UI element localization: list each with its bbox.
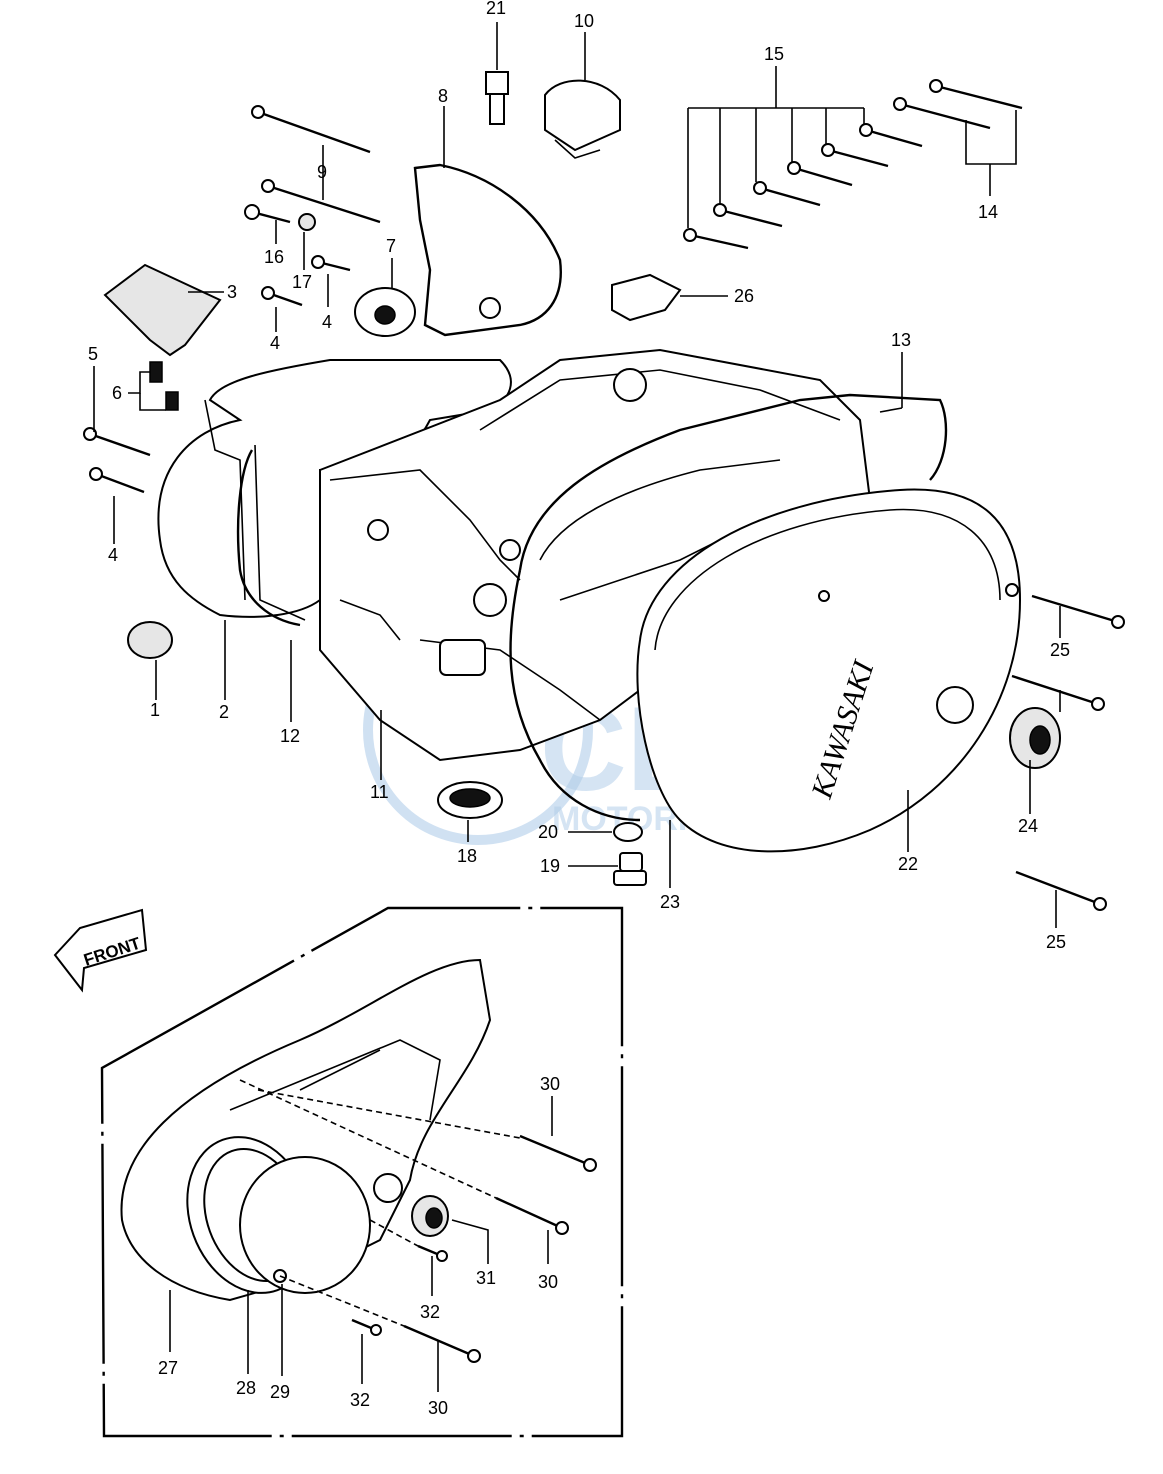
inset-box <box>100 906 624 1438</box>
gaskets-13-23 <box>509 393 948 822</box>
callout-21: 21 <box>486 0 506 18</box>
callout-26: 26 <box>734 286 754 306</box>
leader-lines-upper <box>93 22 1061 928</box>
gasket-12 <box>236 449 301 627</box>
callout-25-lower: 25 <box>1046 932 1066 952</box>
bearing-7 <box>354 287 416 337</box>
callout-4-mid: 4 <box>270 333 280 353</box>
callout-29: 29 <box>270 1382 290 1402</box>
fitting-21 <box>485 71 509 125</box>
callout-32-lower: 32 <box>350 1390 370 1410</box>
callout-5: 5 <box>88 344 98 364</box>
callout-25-upper: 25 <box>1050 640 1070 660</box>
callout-10: 10 <box>574 11 594 31</box>
clip-26 <box>611 273 682 322</box>
callout-19: 19 <box>540 856 560 876</box>
crankcase <box>319 348 872 762</box>
callout-17: 17 <box>292 272 312 292</box>
callout-28: 28 <box>236 1378 256 1398</box>
callout-12: 12 <box>280 726 300 746</box>
callout-20: 20 <box>538 822 558 842</box>
callout-30-mid: 30 <box>538 1272 558 1292</box>
callout-4-lower: 4 <box>108 545 118 565</box>
washer-17 <box>298 213 316 231</box>
callout-16: 16 <box>264 247 284 267</box>
callout-labels: 21 10 15 8 9 14 7 16 17 3 26 4 4 13 5 6 … <box>88 0 1070 1418</box>
front-arrow: FRONT <box>53 908 148 993</box>
washer-20 <box>613 822 643 842</box>
callout-9: 9 <box>317 162 327 182</box>
plug-19 <box>613 852 647 886</box>
callout-13: 13 <box>891 330 911 350</box>
callout-8: 8 <box>438 86 448 106</box>
callout-14: 14 <box>978 202 998 222</box>
callout-18: 18 <box>457 846 477 866</box>
callout-23: 23 <box>660 892 680 912</box>
seal-18 <box>437 781 503 819</box>
callout-4-upper: 4 <box>322 312 332 332</box>
callout-7: 7 <box>386 236 396 256</box>
callout-15: 15 <box>764 44 784 64</box>
callout-24: 24 <box>1018 816 1038 836</box>
plate-3 <box>103 263 222 357</box>
oil-cap-10 <box>544 79 621 159</box>
cover-gasket-8 <box>413 163 562 337</box>
callout-30-bottom: 30 <box>428 1398 448 1418</box>
callout-2: 2 <box>219 702 229 722</box>
right-cover: KAWASAKI <box>636 488 1022 853</box>
callout-3: 3 <box>227 282 237 302</box>
callout-32-upper: 32 <box>420 1302 440 1322</box>
leader-lines-lower <box>169 1096 553 1392</box>
oil-seal-24 <box>1009 707 1061 769</box>
callout-1: 1 <box>150 700 160 720</box>
callout-27: 27 <box>158 1358 178 1378</box>
callout-30-top: 30 <box>540 1074 560 1094</box>
callout-31: 31 <box>476 1268 496 1288</box>
callout-11: 11 <box>370 782 389 802</box>
callout-22: 22 <box>898 854 918 874</box>
callout-6: 6 <box>112 383 122 403</box>
cap-1 <box>127 621 173 659</box>
bolts-upper <box>83 79 1125 911</box>
